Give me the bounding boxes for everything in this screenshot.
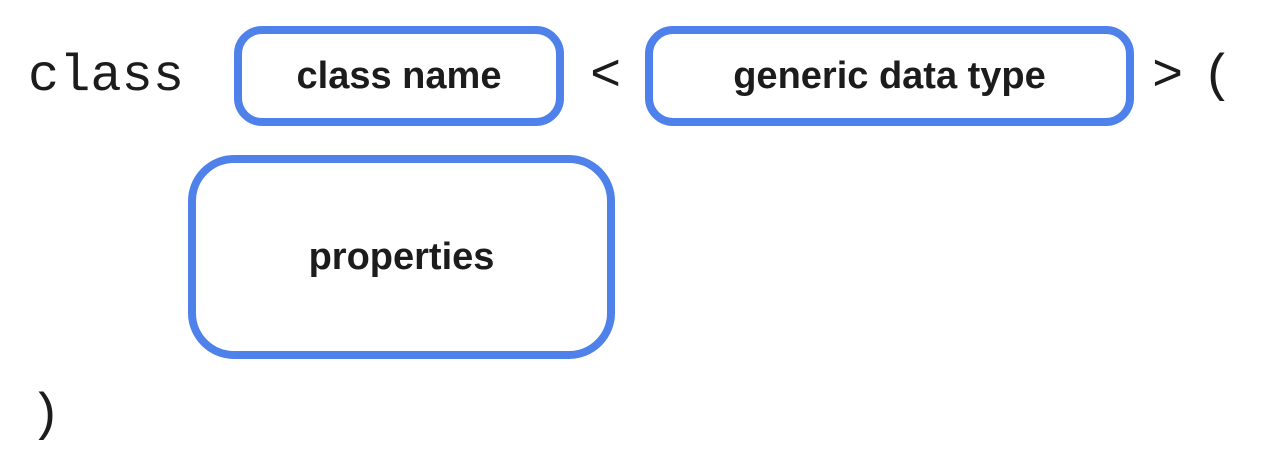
generic-data-type-label: generic data type bbox=[733, 55, 1046, 97]
generic-data-type-box: generic data type bbox=[645, 26, 1134, 126]
class-keyword: class bbox=[28, 47, 185, 106]
less-than-symbol: < bbox=[590, 47, 622, 106]
close-paren-symbol: ) bbox=[30, 386, 62, 445]
class-name-box: class name bbox=[234, 26, 564, 126]
open-paren-symbol: ( bbox=[1202, 47, 1234, 106]
greater-than-symbol: > bbox=[1152, 47, 1184, 106]
properties-box: properties bbox=[188, 155, 615, 359]
properties-label: properties bbox=[308, 236, 495, 278]
class-name-label: class name bbox=[296, 55, 502, 97]
